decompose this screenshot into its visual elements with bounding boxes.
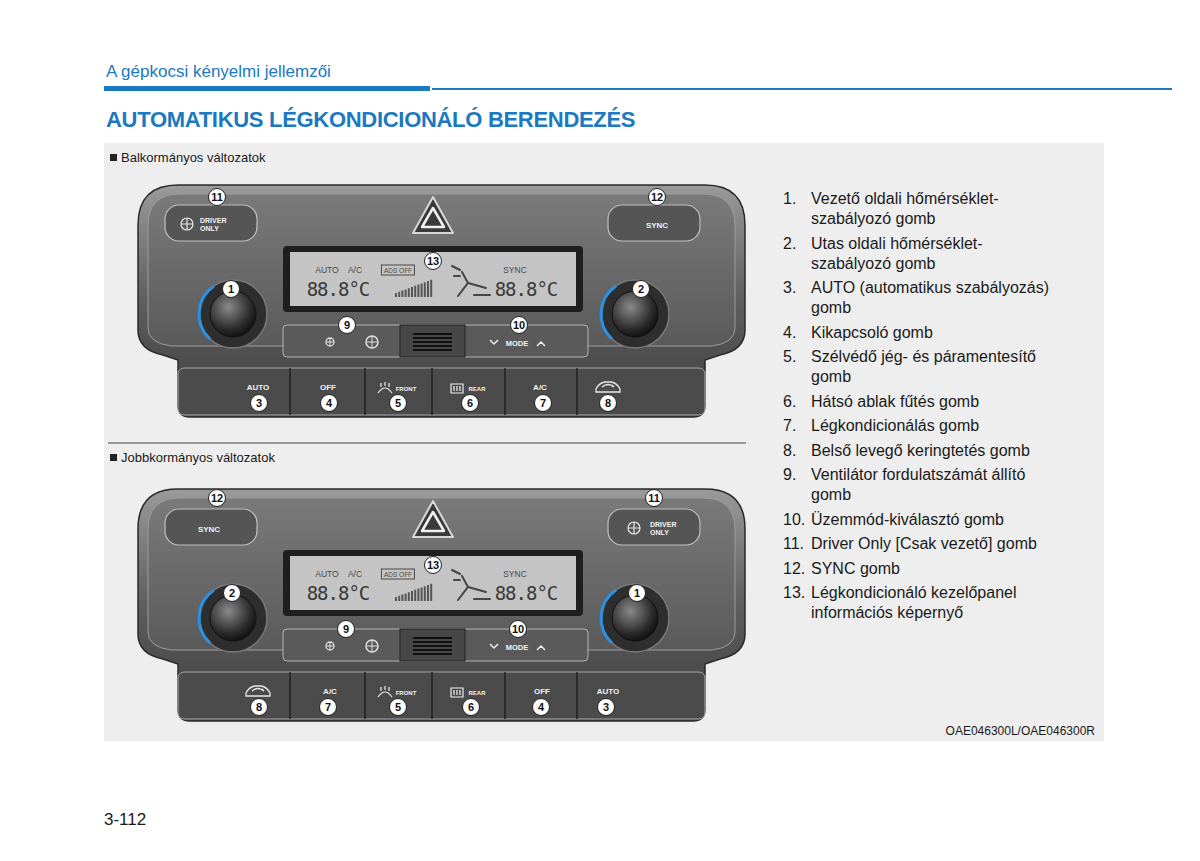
callout-number: 13 [424,556,442,574]
list-item: Driver Only [Csak vezető] gomb [811,534,1056,554]
temperature-readout: 88.8°C [307,582,370,604]
variant-caption: Jobbkormányos változatok [121,450,275,465]
list-item: AUTO (automatikus szabályozás) gomb [811,278,1056,318]
button-label: SYNC [646,221,668,230]
callout-number: 10 [509,620,527,638]
header-rule [432,88,1172,90]
button-label: A/C [323,687,337,696]
list-number: 2. [783,234,796,254]
callout-number: 4 [320,394,338,412]
button-label: REAR [468,386,485,392]
temperature-readout: 88.8°C [495,582,558,604]
list-number: 3. [783,278,796,298]
recirculation-icon [246,382,620,696]
list-number: 7. [783,416,796,436]
list-item: Ventilátor fordulatszámát állító gomb [811,465,1056,505]
display-indicator: AUTO [315,265,338,275]
button-label: MODE [506,643,529,652]
callout-number: 7 [319,698,337,716]
button-label: OFF [534,687,550,696]
display-indicator: A/C [348,265,362,275]
list-item: Hátsó ablak fűtés gomb [811,392,1056,412]
image-code: OAE046300L/OAE046300R [946,724,1095,738]
separator-line [108,443,746,444]
temperature-readout: 88.8°C [495,278,558,300]
display-indicator: AUTO [315,569,338,579]
list-number: 9. [783,465,796,485]
list-item: Belső levegő keringtetés gomb [811,441,1056,461]
button-label: AUTO [597,687,620,696]
list-number: 13. [783,583,805,603]
callout-number: 7 [534,394,552,412]
bullet [110,154,117,161]
temperature-readout: 88.8°C [307,278,370,300]
callout-number: 8 [599,394,617,412]
list-item: Kikapcsoló gomb [811,323,1056,343]
page-number: 3-112 [104,810,146,830]
callout-number: 3 [250,394,268,412]
button-label: DRIVER ONLY [200,217,230,233]
display-indicator: A/C [348,569,362,579]
list-item: Üzemmód-kiválasztó gomb [811,510,1056,530]
list-item: Légkondicionáló kezelőpanel információs … [811,583,1056,623]
list-item: Szélvédő jég- és páramentesítő gomb [811,347,1056,387]
display-indicator: ADS OFF [381,265,415,276]
control-panel-lhd [138,185,745,417]
bullet [110,454,117,461]
list-item: Légkondicionálás gomb [811,416,1056,436]
button-label: MODE [506,339,529,348]
button-label: OFF [320,383,336,392]
header-bar [104,86,430,91]
variant-caption: Balkormányos változatok [121,150,266,165]
button-label: FRONT [396,386,417,392]
illustration-ground [104,143,1104,741]
section-header: A gépkocsi kényelmi jellemzői [106,62,331,82]
callout-number: 6 [462,698,480,716]
button-label: AUTO [247,383,270,392]
callout-number: 5 [389,394,407,412]
callout-number: 10 [510,316,528,334]
button-label: SYNC [198,525,220,534]
fan-icon [181,218,640,534]
list-number: 4. [783,323,796,343]
list-item: SYNC gomb [811,559,1056,579]
callout-number: 2 [632,280,650,298]
callout-number: 11 [208,188,226,206]
callout-number: 4 [532,698,550,716]
callout-number: 6 [461,394,479,412]
list-number: 8. [783,441,796,461]
display-indicator: SYNC [503,569,527,579]
callout-number: 2 [223,584,241,602]
callout-number: 13 [424,252,442,270]
list-number: 6. [783,392,796,412]
callout-number: 11 [645,489,663,507]
list-number: 10. [783,510,805,530]
button-label: FRONT [396,690,417,696]
callout-number: 9 [337,620,355,638]
list-number: 11. [783,534,804,554]
page-title: AUTOMATIKUS LÉGKONDICIONÁLÓ BERENDEZÉS [106,107,635,133]
list-number: 1. [783,189,796,209]
list-number: 12. [783,559,805,579]
display-indicator: SYNC [503,265,527,275]
control-panel-rhd [138,489,745,721]
callout-number: 9 [338,316,356,334]
callout-number: 8 [250,698,268,716]
callout-number: 12 [648,188,666,206]
callout-number: 5 [389,698,407,716]
list-item: Utas oldali hőmérséklet- szabályozó gomb [811,234,1056,274]
button-label: DRIVER ONLY [650,521,680,537]
callout-number: 1 [222,280,240,298]
button-label: REAR [468,690,485,696]
callout-number: 3 [597,698,615,716]
button-label: A/C [533,383,547,392]
list-item: Vezető oldali hőmérséklet- szabályozó go… [811,189,1056,229]
display-indicator: ADS OFF [381,569,415,580]
list-number: 5. [783,347,796,367]
callout-number: 1 [628,584,646,602]
callout-number: 12 [208,489,226,507]
